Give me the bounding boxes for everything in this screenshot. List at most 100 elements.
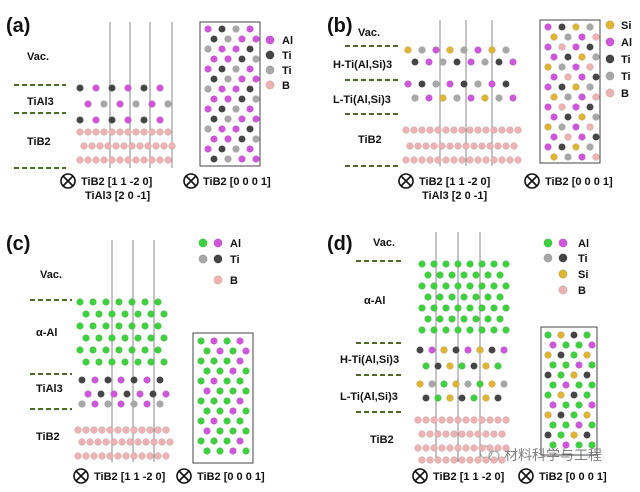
panel-a-axis-sub: TiAl3 [2 0 -1]: [85, 190, 151, 202]
atom: [478, 444, 486, 452]
atom: [544, 143, 552, 151]
atom: [162, 426, 170, 434]
atom: [436, 293, 444, 301]
atom: [482, 126, 490, 134]
atom: [210, 135, 218, 143]
atom: [162, 390, 170, 398]
atom: [426, 456, 434, 464]
atom: [578, 33, 586, 41]
circled-x-icon-cross: [178, 470, 190, 482]
atom: [466, 456, 474, 464]
circled-x-icon-cross: [185, 175, 197, 187]
atom: [147, 310, 155, 318]
atom: [544, 23, 552, 31]
atom: [467, 58, 475, 66]
panel-d-axis-main-symbol: [412, 468, 428, 484]
atom: [117, 376, 125, 384]
atom: [115, 298, 123, 306]
circled-x-icon-cross: [400, 175, 412, 187]
atom: [586, 83, 594, 91]
atom: [156, 116, 164, 124]
atom: [134, 358, 142, 366]
atom: [438, 444, 446, 452]
atom: [229, 407, 237, 415]
atom: [550, 153, 558, 161]
panel-a-side-view-box: [199, 21, 261, 167]
atom: [448, 271, 456, 279]
circled-x-icon: [60, 173, 76, 189]
atom: [572, 143, 580, 151]
atom: [224, 75, 232, 83]
atom: [502, 282, 510, 290]
atom: [558, 63, 566, 71]
atom: [216, 347, 224, 355]
atom: [95, 334, 103, 342]
atom: [428, 380, 436, 388]
atom: [406, 142, 414, 150]
atom: [502, 326, 510, 334]
atom: [236, 357, 244, 365]
panel-d-legend-ti: Ti: [578, 253, 588, 265]
atom: [418, 456, 426, 464]
legend-swatch-ti-dark: [213, 254, 223, 264]
panel-b-legend-ti-dark: Ti: [621, 54, 631, 66]
atom: [426, 156, 434, 164]
atom: [509, 58, 517, 66]
atom: [76, 84, 84, 92]
atom: [143, 400, 151, 408]
atom: [454, 416, 462, 424]
atom: [474, 456, 482, 464]
atom: [470, 416, 478, 424]
atom: [142, 438, 150, 446]
atom: [464, 346, 472, 354]
atom: [114, 452, 122, 460]
atom: [418, 326, 426, 334]
atom: [430, 260, 438, 268]
atom: [232, 65, 240, 73]
atom: [434, 126, 442, 134]
atom: [458, 362, 466, 370]
atom: [164, 156, 172, 164]
atom: [238, 155, 246, 163]
atom: [160, 142, 168, 150]
panel-c-legend-ti: Ti: [230, 254, 240, 266]
atom: [411, 94, 419, 102]
atom: [490, 304, 498, 312]
atom: [414, 416, 422, 424]
atom: [446, 362, 454, 370]
atom: [108, 358, 116, 366]
atom: [116, 128, 124, 136]
atom: [121, 334, 129, 342]
atom: [454, 142, 462, 150]
atom: [430, 416, 438, 424]
atom: [84, 100, 92, 108]
atom: [146, 426, 154, 434]
atom: [146, 452, 154, 460]
atom: [466, 156, 474, 164]
atom: [481, 58, 489, 66]
atom: [402, 156, 410, 164]
legend-swatch-ti-light: [198, 254, 208, 264]
panel-b-legend-al: Al: [621, 37, 632, 49]
atom: [496, 271, 504, 279]
panel-a-legend-al: Al: [282, 35, 293, 47]
atom: [210, 397, 218, 405]
atom: [80, 142, 88, 150]
atom: [416, 346, 424, 354]
atom: [430, 304, 438, 312]
panel-b-legend-si: Si: [621, 20, 631, 32]
panel-d-side-view-box: [540, 326, 598, 456]
atom: [242, 347, 250, 355]
atom: [147, 358, 155, 366]
atom: [91, 376, 99, 384]
atom: [92, 116, 100, 124]
atom: [460, 293, 468, 301]
atom: [428, 346, 436, 354]
atom: [550, 133, 558, 141]
atom: [218, 105, 226, 113]
atom: [110, 438, 118, 446]
atom: [494, 142, 502, 150]
atom: [550, 53, 558, 61]
circled-x-icon-cross: [62, 175, 74, 187]
atom: [197, 377, 205, 385]
